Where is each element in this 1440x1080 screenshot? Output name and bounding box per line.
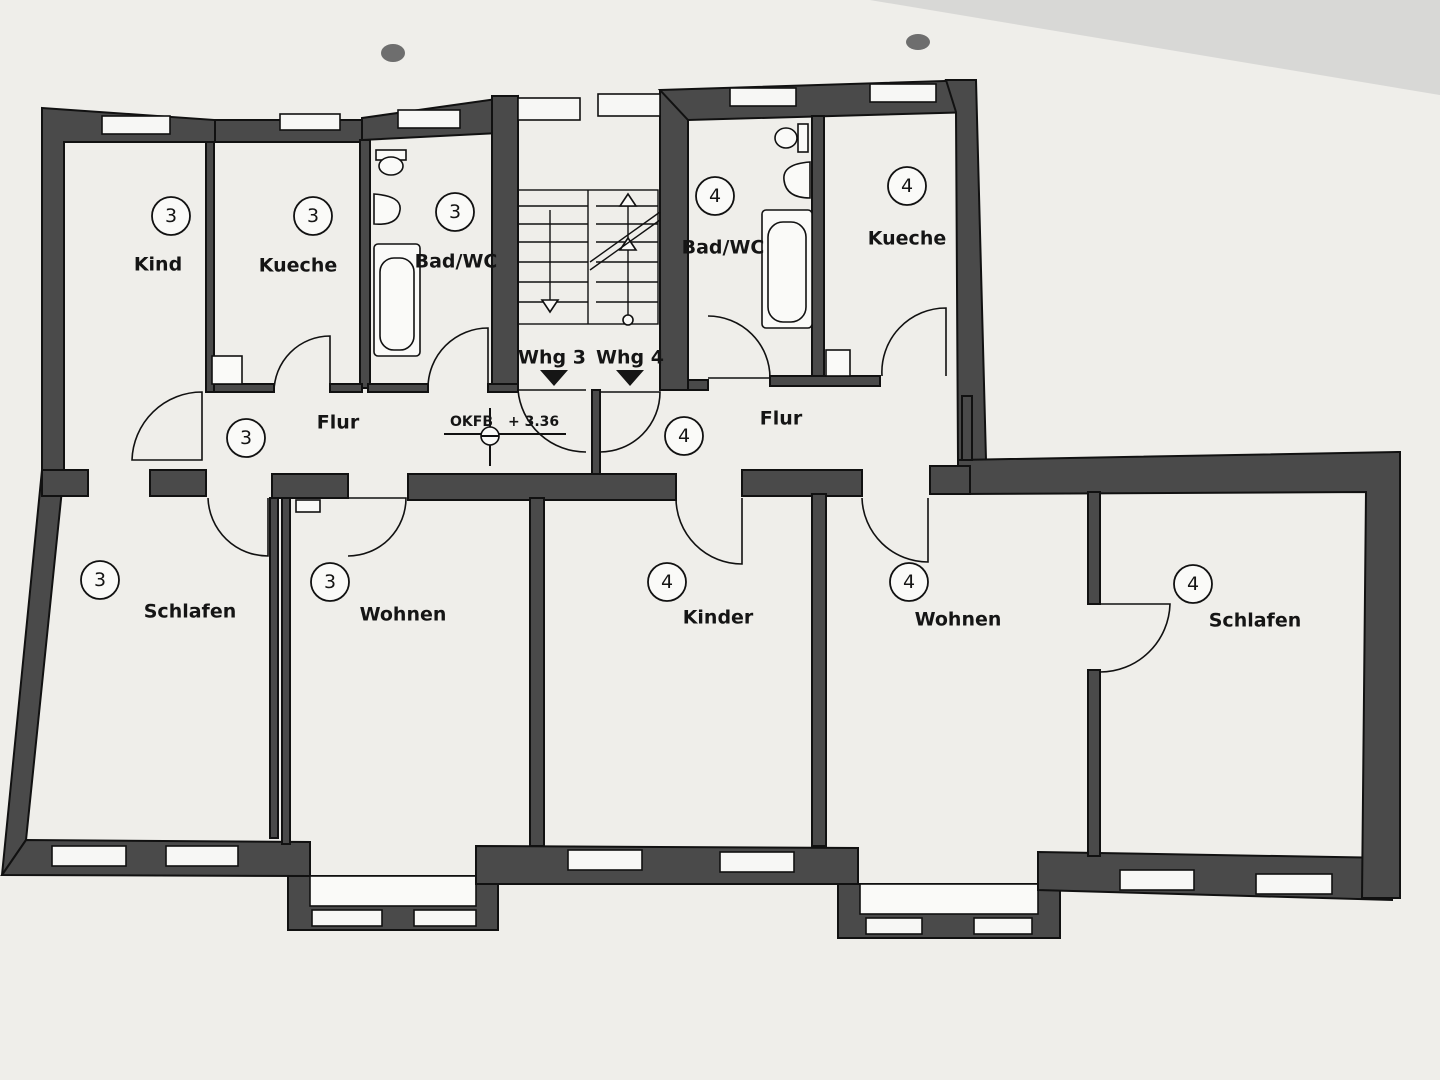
- unit-number: 3: [449, 201, 461, 223]
- room-label: Kind: [134, 254, 182, 276]
- unit-number: 3: [240, 427, 252, 449]
- room-w3-kind: 3 Kind: [134, 196, 191, 276]
- unit-number: 4: [1187, 573, 1199, 595]
- sink-icon: [783, 161, 811, 199]
- unit-number: 4: [678, 425, 690, 447]
- room-w3-bad: 3 Bad/WC: [415, 192, 498, 273]
- unit-number: 3: [94, 569, 106, 591]
- arrow-down-icon: [540, 370, 568, 386]
- unit-number: 4: [709, 185, 721, 207]
- room-w4-bad: 4 Bad/WC: [682, 176, 765, 259]
- room-label: Bad/WC: [682, 237, 765, 259]
- room-w3-kueche: 3 Kueche: [259, 196, 337, 277]
- room-label: Schlafen: [1209, 610, 1302, 632]
- punch-hole-right: [906, 34, 930, 50]
- bathtub-icon: [373, 243, 421, 357]
- unit-number: 3: [324, 571, 336, 593]
- sink-icon: [373, 193, 401, 226]
- fixtures: [373, 123, 813, 357]
- unit-number: 4: [661, 571, 673, 593]
- level-label: OKFB: [450, 414, 493, 430]
- room-label: Kinder: [683, 607, 754, 629]
- stair-entry-w4: Whg 4: [596, 347, 664, 369]
- room-w3-schlafen: 3 Schlafen: [80, 560, 237, 623]
- room-w3-wohnen: 3 Wohnen: [310, 562, 447, 626]
- room-w3-flur: 3 Flur: [226, 412, 360, 458]
- room-label: Schlafen: [144, 601, 237, 623]
- room-w4-kinder: 4 Kinder: [647, 562, 754, 629]
- unit-number: 3: [165, 205, 177, 227]
- room-w4-wohnen: 4 Wohnen: [889, 562, 1002, 631]
- arrow-down-icon: [616, 370, 644, 386]
- room-label: Bad/WC: [415, 251, 498, 273]
- windows: [51, 83, 1333, 935]
- interior-walls: [41, 115, 1101, 857]
- bathtub-icon: [761, 209, 813, 329]
- punch-hole-left: [381, 44, 405, 62]
- room-label: Kueche: [868, 228, 946, 250]
- unit-number: 4: [903, 571, 915, 593]
- room-label: Flur: [760, 408, 803, 430]
- room-w4-schlafen: 4 Schlafen: [1173, 564, 1302, 632]
- room-label: Wohnen: [360, 604, 447, 626]
- doors: [131, 307, 1171, 673]
- toilet-icon: [774, 123, 809, 153]
- level-marker-icon: [444, 408, 566, 466]
- unit-number: 4: [901, 175, 913, 197]
- room-label: Flur: [317, 412, 360, 434]
- room-label: Kueche: [259, 255, 337, 277]
- staircase: [517, 189, 661, 386]
- level-value: + 3.36: [508, 414, 559, 430]
- stair-entry-w3: Whg 3: [518, 347, 586, 369]
- room-w4-flur: 4 Flur: [664, 408, 803, 456]
- toilet-icon: [375, 149, 407, 176]
- room-label: Wohnen: [915, 609, 1002, 631]
- unit-number: 3: [307, 205, 319, 227]
- room-w4-kueche: 4 Kueche: [868, 166, 946, 250]
